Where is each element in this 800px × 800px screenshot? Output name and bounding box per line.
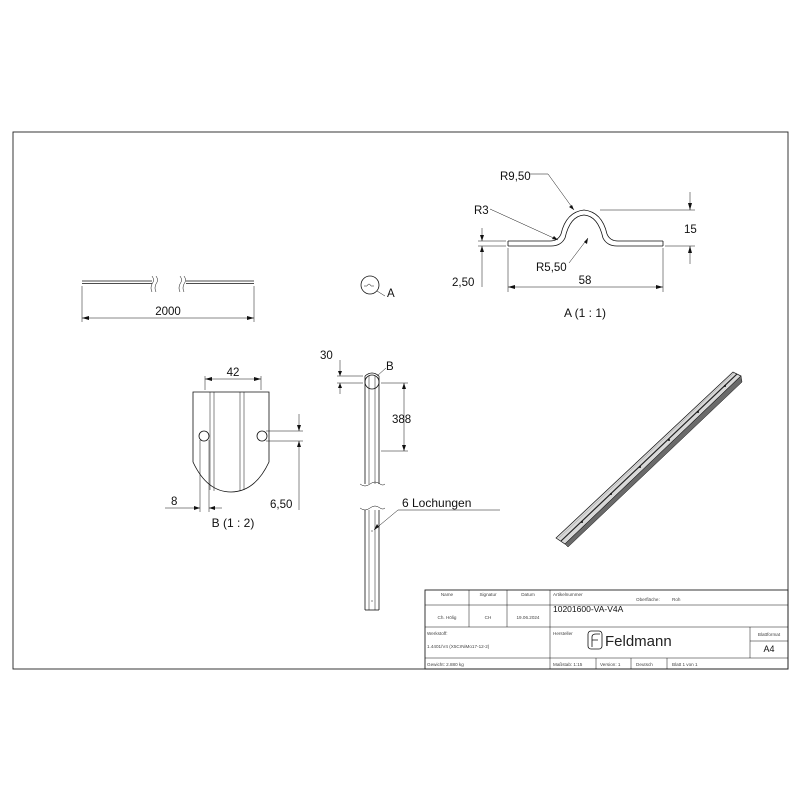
surface-value: Roh — [672, 597, 681, 602]
brand-name: Feldmann — [605, 633, 672, 650]
header-name: Name — [441, 592, 454, 597]
hole-pitch-dimension: 388 — [392, 414, 411, 426]
detail-b-view: 42 8 6,50 B (1 : 2) — [165, 367, 303, 530]
detail-b-circle — [364, 374, 380, 390]
drawing-date: 19.06.2024 — [517, 615, 540, 620]
drawing-frame — [12, 131, 789, 670]
radius-side-label: R3 — [474, 205, 489, 217]
holes-note: 6 Lochungen — [402, 496, 471, 510]
thickness-dimension: 2,50 — [452, 277, 474, 289]
weight: Gewicht: 2.880 kg — [427, 662, 464, 667]
isometric-view — [555, 371, 743, 548]
detail-a-profile: R9,50 R3 R5,50 15 2,50 58 A (1 : 1) — [452, 171, 697, 320]
manufacturer-label: Hersteller — [553, 631, 573, 636]
width-dimension: 58 — [579, 275, 592, 287]
detail-b-caption: B (1 : 2) — [212, 516, 255, 530]
radius-top-label: R9,50 — [500, 171, 531, 183]
header-signature: Signatur — [479, 592, 497, 597]
end-offset-dimension: 30 — [320, 350, 333, 362]
full-length-view: 2000 — [81, 275, 255, 322]
hole-left — [198, 430, 210, 442]
scale: Maßstab: 1:15 — [553, 662, 583, 667]
format-label: Blattformat — [758, 632, 781, 637]
material-label: Werkstoff: — [427, 631, 448, 636]
length-dimension: 2000 — [155, 306, 181, 318]
feldmann-logo: Feldmann — [587, 630, 672, 650]
header-date: Datum — [521, 592, 535, 597]
hole-offset-dimension: 8 — [171, 496, 177, 508]
article-number: 10201600-VA-V4A — [553, 604, 624, 614]
detail-a-caption: A (1 : 1) — [564, 306, 606, 320]
plate-width-dimension: 42 — [227, 367, 240, 379]
format-value: A4 — [763, 644, 774, 654]
drafter-signature: CH — [485, 615, 492, 620]
header-surface: Oberfläche: — [636, 597, 660, 602]
height-dimension: 15 — [684, 224, 697, 236]
sheet-number: Blatt 1 von 1 — [672, 662, 698, 667]
material-value: 1.4401/V4 (X5CrNiMo17-12-2) — [427, 644, 490, 649]
language: Deutsch — [636, 662, 653, 667]
hole-diameter-dimension: 6,50 — [270, 499, 292, 511]
radius-inner-label: R5,50 — [536, 262, 567, 274]
section-marker-label: A — [387, 288, 395, 300]
detail-b-marker: B — [386, 361, 394, 373]
version: Version: 1 — [600, 662, 621, 667]
title-block: Name Signatur Datum Artikelnummer Oberfl… — [424, 589, 789, 670]
header-article: Artikelnummer — [553, 592, 583, 597]
side-view: 30 B 388 6 Lochungen — [320, 350, 500, 611]
hole-right — [256, 430, 268, 442]
section-marker-a: A — [360, 275, 395, 300]
drafter-name: Ch. Hölig — [438, 615, 457, 620]
